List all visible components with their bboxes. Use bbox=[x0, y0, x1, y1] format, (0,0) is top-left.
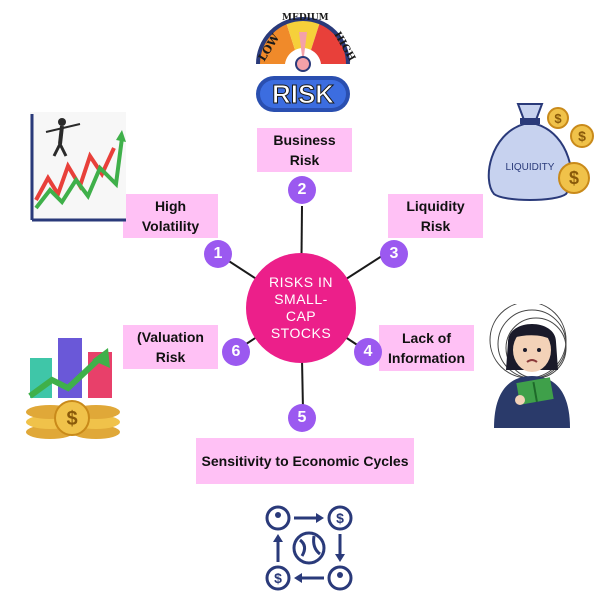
confused-reader-icon bbox=[489, 304, 570, 428]
label-valuation-risk: (Valuation Risk bbox=[123, 325, 218, 369]
svg-text:$: $ bbox=[336, 510, 344, 526]
center-hub: RISKS IN SMALL-CAP STOCKS bbox=[246, 253, 356, 363]
gauge-risk-text: RISK bbox=[272, 79, 334, 109]
coins-growth-icon: $ bbox=[26, 338, 120, 439]
bag-label: LIQUIDITY bbox=[506, 162, 555, 173]
badge-3: 3 bbox=[380, 240, 408, 268]
economic-cycle-icon: $ $ bbox=[265, 505, 353, 591]
gauge-medium-text: MEDIUM bbox=[282, 13, 329, 23]
risk-gauge-icon: LOW MEDIUM HIGH RISK bbox=[256, 13, 357, 112]
money-bag-icon: LIQUIDITY $ $ $ bbox=[487, 103, 594, 201]
label-economic-cycles: Sensitivity to Economic Cycles bbox=[196, 438, 414, 484]
badge-4: 4 bbox=[354, 338, 382, 366]
svg-text:$: $ bbox=[554, 111, 562, 126]
svg-text:$: $ bbox=[569, 168, 579, 188]
label-business-risk: Business Risk bbox=[257, 128, 352, 172]
label-liquidity-risk: Liquidity Risk bbox=[388, 194, 483, 238]
label-lack-of-information: Lack of Information bbox=[379, 325, 474, 371]
badge-6: 6 bbox=[222, 338, 250, 366]
center-title: RISKS IN SMALL-CAP STOCKS bbox=[269, 274, 333, 341]
badge-1: 1 bbox=[204, 240, 232, 268]
svg-text:$: $ bbox=[66, 408, 77, 430]
badge-5: 5 bbox=[288, 404, 316, 432]
label-high-volatility: High Volatility bbox=[123, 194, 218, 238]
svg-text:$: $ bbox=[274, 570, 282, 586]
badge-2: 2 bbox=[288, 176, 316, 204]
volatility-chart-icon bbox=[30, 112, 126, 222]
svg-text:$: $ bbox=[578, 128, 586, 144]
